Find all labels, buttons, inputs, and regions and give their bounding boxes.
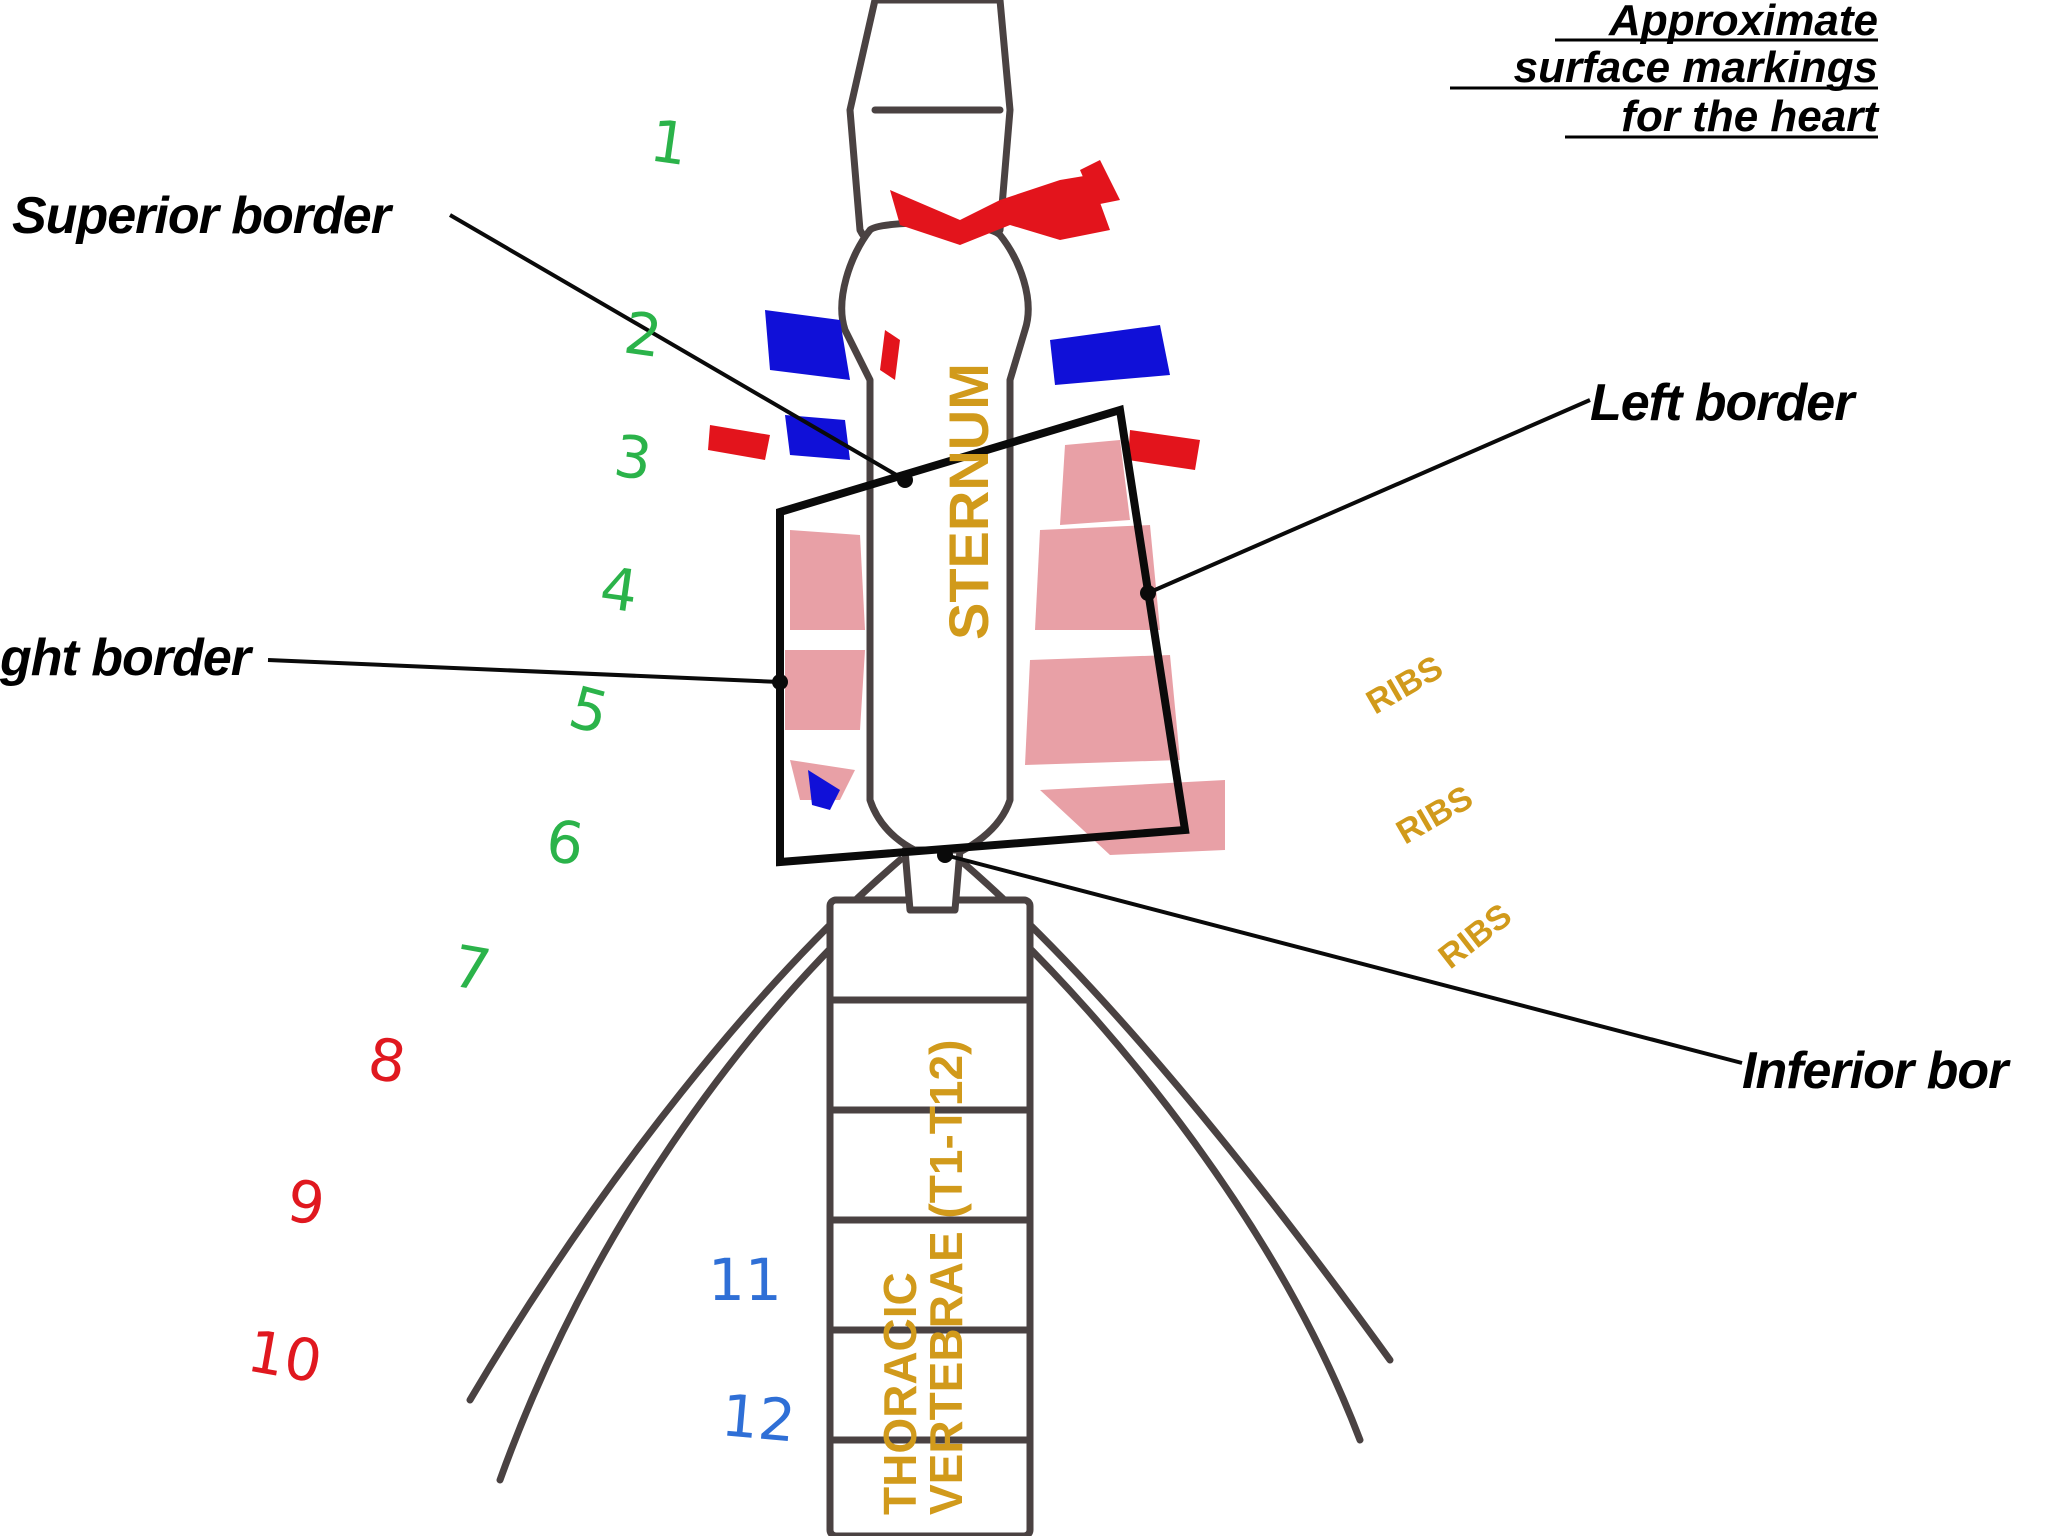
leader-superior [448,213,907,482]
heart-fill-right-1 [790,530,865,630]
ribs-right [971,4,1635,1519]
title-line-2: surface markings [1514,43,1878,92]
leader-lines [267,213,1743,1065]
rib-number-7: 7 [448,932,496,1005]
sternum [838,219,1032,914]
heart-regions [708,160,1225,855]
svc-right [765,310,850,380]
label-thoracic: THORACIC [874,1272,926,1515]
heart-fill-right-2 [785,650,865,730]
rib-number-12: 12 [719,1381,798,1455]
heart-fill-left-3 [1025,655,1180,765]
title-line-3: for the heart [1621,92,1880,141]
label-superior-border: Superior border [12,187,394,245]
rib-number-10: 10 [243,1317,327,1397]
rib-number-11: 11 [708,1246,782,1314]
heart-surface-outline [776,404,1190,867]
artery-right [708,425,770,460]
rib-number-9: 9 [283,1167,329,1239]
leader-left [1147,398,1591,595]
leader-right [267,658,781,684]
label-sternum: STERNUM [937,363,1000,640]
leader-inferior [944,853,1743,1065]
title: Approximate surface markings for the hea… [1450,0,1880,141]
rib-cage [235,0,1635,1536]
title-line-1: Approximate [1608,0,1878,45]
aortic-arch [890,175,1110,245]
heart-fill-left-1 [1060,440,1130,525]
label-left-border: Left border [1590,374,1857,432]
heart-fill-left-2 [1035,525,1160,630]
label-vertebrae: VERTEBRAE (T1-T12) [920,1040,972,1515]
artery-left [1128,430,1200,470]
ribs-left [235,4,899,1519]
rib-number-5: 5 [562,673,615,748]
label-inferior-border: Inferior bor [1742,1042,2011,1100]
heart-fill-left-4 [1040,780,1225,855]
brachiocephalic-vein-left [1050,325,1170,385]
rib-number-6: 6 [542,807,588,879]
label-right-border: ght border [0,629,254,687]
